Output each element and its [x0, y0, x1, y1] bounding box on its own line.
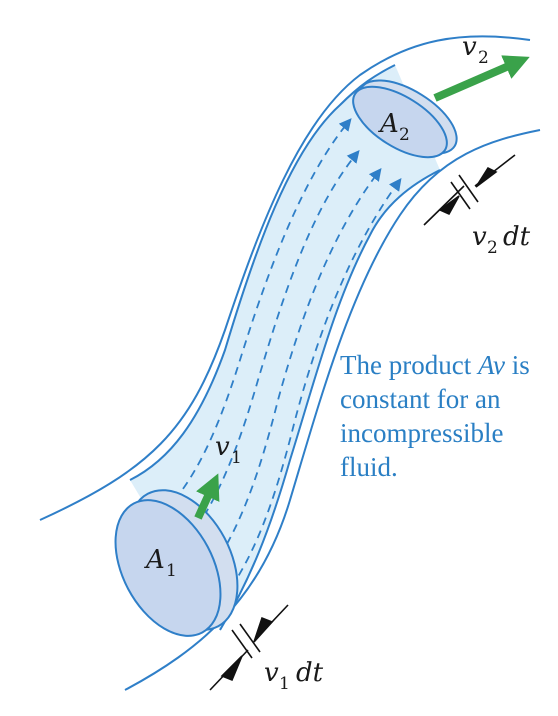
tube-edge-upper [129, 64, 396, 481]
label-A1-subscript: 1 [166, 561, 177, 581]
label-v1dt-dt: dt [296, 658, 324, 688]
label-v2: v [462, 32, 477, 62]
streamline-3 [194, 168, 382, 591]
tube-edge-lower [219, 169, 441, 631]
label-v1-subscript: 1 [231, 448, 242, 468]
label-v2-subscript: 2 [478, 48, 489, 68]
label-A1: A [144, 545, 165, 575]
label-v1dt-v: v [264, 658, 279, 688]
outer-boundary-upper [39, 35, 531, 521]
caption-line-3: incompressible [340, 418, 503, 448]
caption-line-4: fluid. [340, 452, 398, 482]
label-v2dt-subscript: 2 [487, 238, 498, 258]
label-A2: A [378, 109, 399, 139]
label-A2-subscript: 2 [399, 125, 410, 145]
label-v2dt-dt: dt [503, 222, 531, 252]
caption-line-1: The product Av is [340, 350, 530, 380]
area-A2-disk [352, 79, 458, 159]
area-A1-disk [114, 489, 239, 637]
velocity-v1-arrow [194, 473, 220, 520]
velocity-v2-arrow [433, 55, 530, 102]
caption-line-2: constant for an [340, 384, 501, 414]
label-v1: v [215, 432, 230, 462]
label-v2dt-v: v [472, 222, 487, 252]
v2dt-dimension-marker [423, 154, 516, 226]
label-v1dt-subscript: 1 [279, 674, 290, 694]
streamline-4 [214, 177, 402, 611]
v1dt-dimension-marker [209, 604, 289, 691]
